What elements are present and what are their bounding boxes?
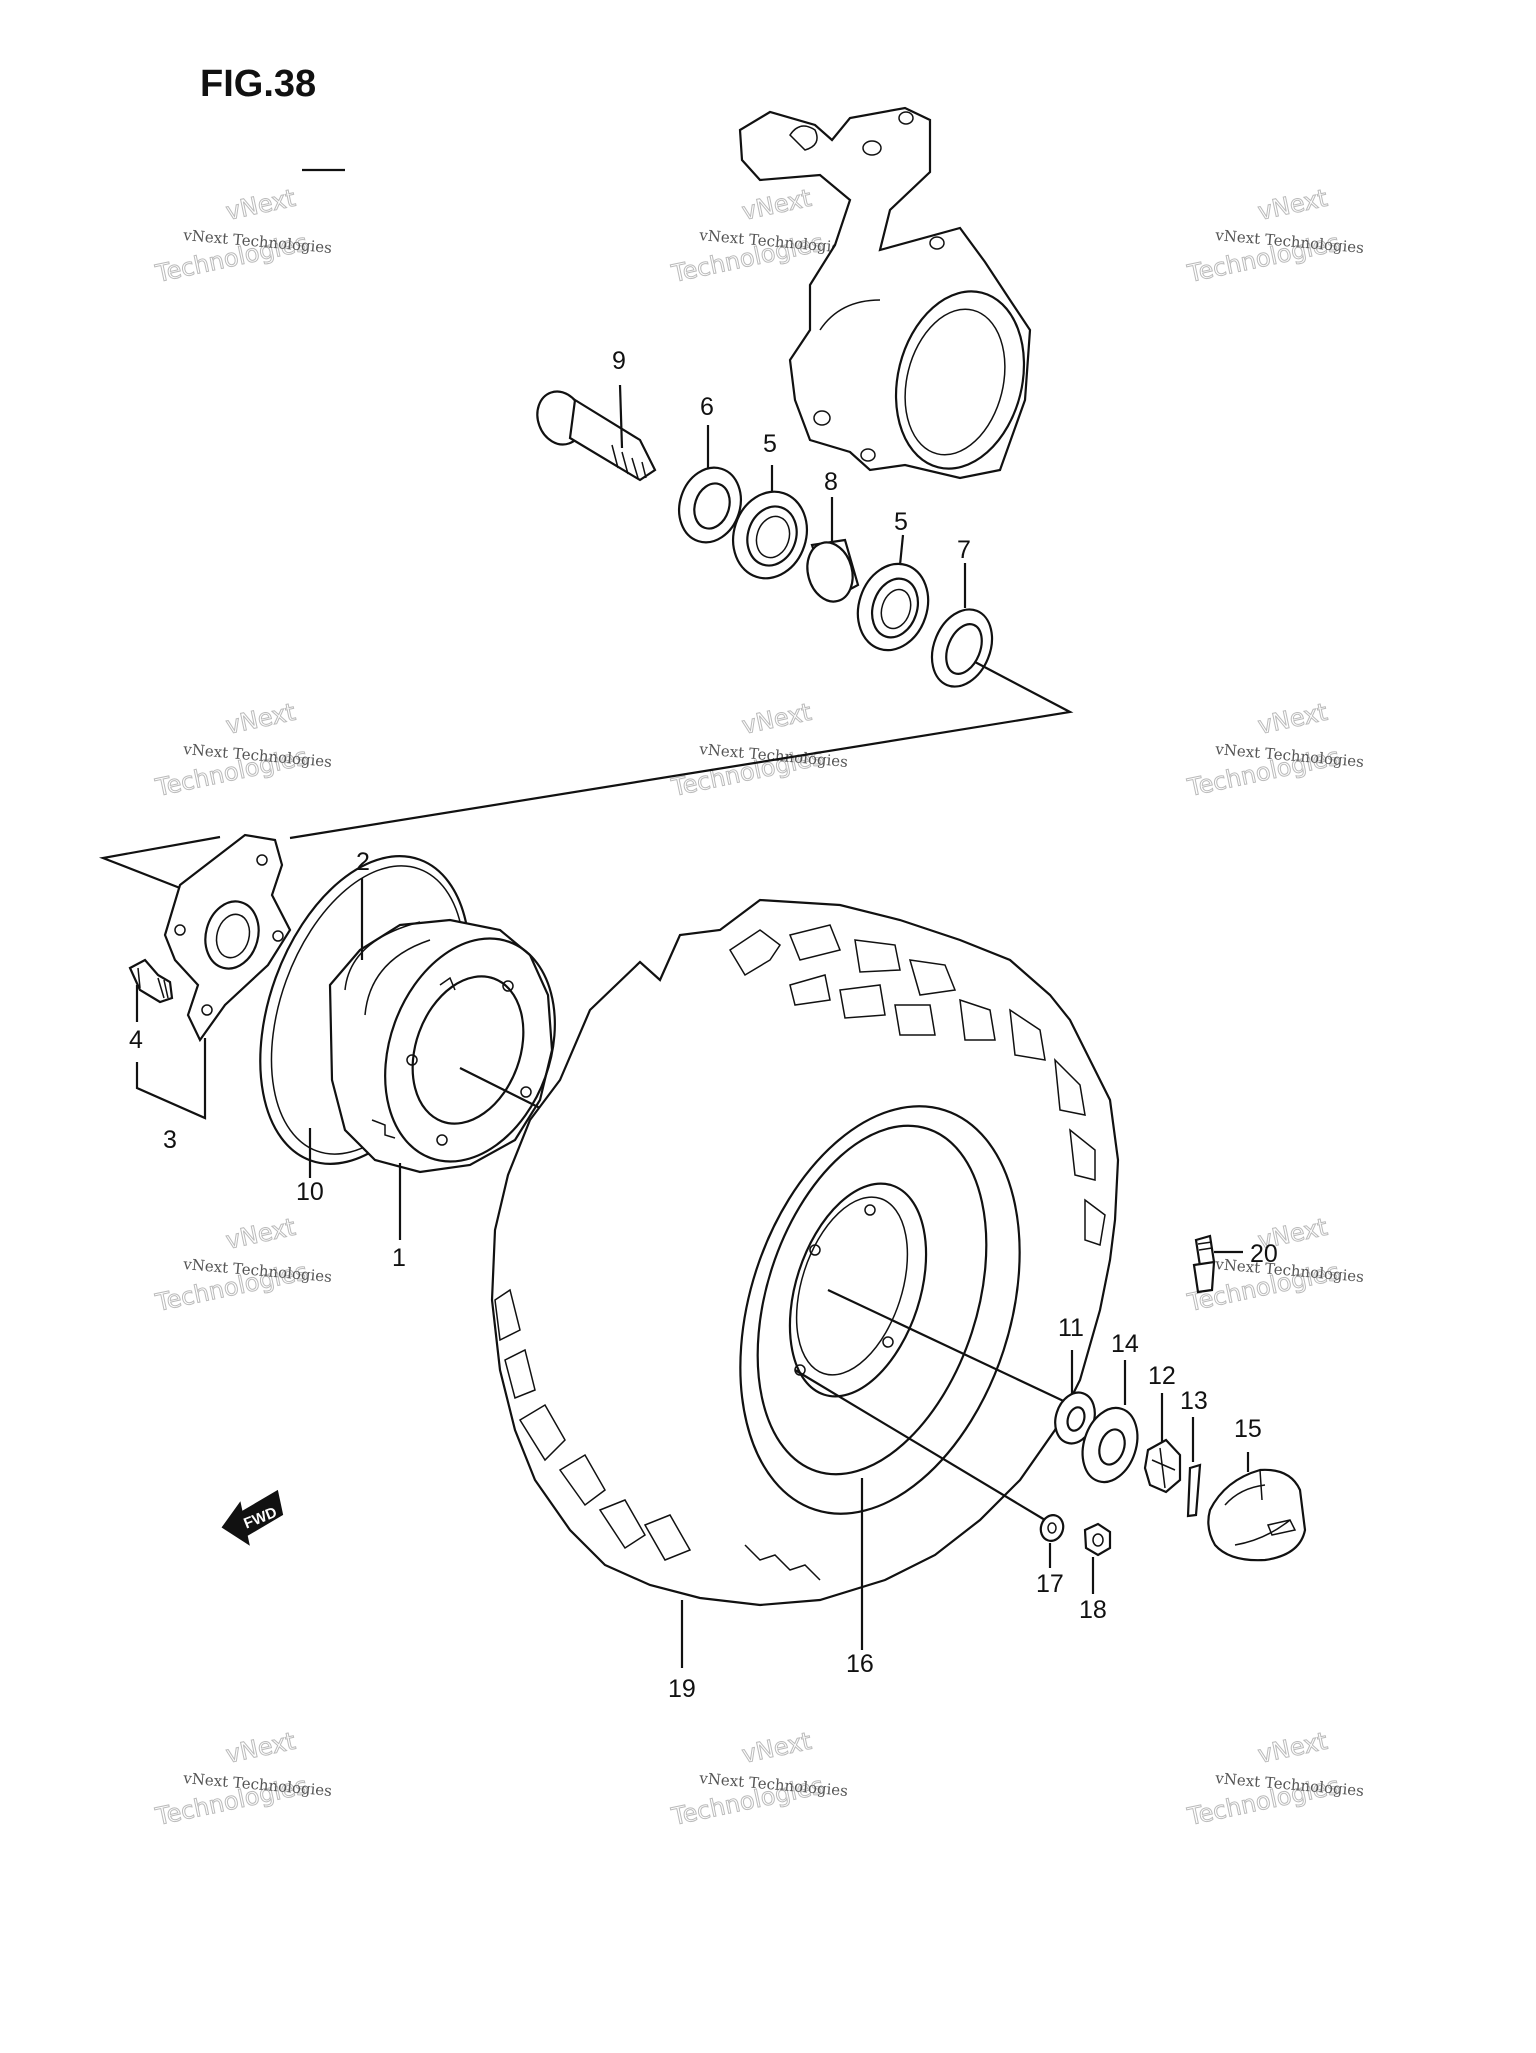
cotter-pin bbox=[1186, 1463, 1202, 1518]
nut-18 bbox=[1083, 1522, 1112, 1557]
hub-flange bbox=[163, 833, 292, 1043]
callout-4: 4 bbox=[129, 1026, 143, 1054]
callout-17: 17 bbox=[1036, 1570, 1064, 1598]
watermark-vnext: vNext bbox=[739, 698, 813, 740]
assembly-line-rim-lower bbox=[794, 1369, 1046, 1521]
callout-5-lower: 5 bbox=[894, 508, 908, 536]
callout-9: 9 bbox=[612, 347, 626, 375]
spacer-8 bbox=[806, 538, 860, 603]
callout-10: 10 bbox=[296, 1178, 324, 1206]
callout-13: 13 bbox=[1180, 1387, 1208, 1415]
callout-5-upper: 5 bbox=[763, 430, 777, 458]
callout-19: 19 bbox=[668, 1675, 696, 1703]
callout-11: 11 bbox=[1058, 1314, 1084, 1342]
callout-14: 14 bbox=[1111, 1330, 1139, 1358]
watermark-vnext: vNext bbox=[223, 698, 297, 740]
wheel-stud bbox=[128, 958, 174, 1004]
wheel-rim bbox=[739, 1105, 1021, 1515]
tire-valve bbox=[1192, 1234, 1216, 1294]
castle-nut bbox=[1143, 1438, 1182, 1494]
watermark-vnext: vNext bbox=[1255, 184, 1329, 226]
bearing-5-upper bbox=[732, 490, 808, 580]
callouts: 9 6 5 8 5 7 2 4 3 10 1 16 19 11 14 12 13… bbox=[129, 347, 1278, 1703]
forward-arrow-icon: FWD bbox=[221, 1489, 284, 1546]
watermark-vnext: vNext bbox=[739, 1727, 813, 1769]
callout-16: 16 bbox=[846, 1650, 874, 1678]
assembly-line-drum bbox=[459, 1067, 541, 1109]
watermark-vnext: vNext bbox=[223, 1213, 297, 1255]
watermark-vnext: vNext bbox=[223, 184, 297, 226]
steering-knuckle bbox=[738, 106, 1032, 480]
assembly-line-left bbox=[98, 835, 221, 890]
assembly-line-rim-upper bbox=[827, 1289, 1073, 1406]
callout-15: 15 bbox=[1234, 1415, 1262, 1443]
watermark-vnext: vNext bbox=[739, 184, 813, 226]
washer-17 bbox=[1039, 1514, 1065, 1542]
oil-seal-6 bbox=[678, 466, 742, 544]
bearing-5-lower bbox=[856, 562, 930, 652]
hub-cap bbox=[1207, 1468, 1307, 1562]
callout-12: 12 bbox=[1148, 1362, 1176, 1390]
callout-3: 3 bbox=[163, 1126, 177, 1154]
assembly-line-upper bbox=[289, 661, 1074, 840]
callout-18: 18 bbox=[1079, 1596, 1107, 1624]
washer-14 bbox=[1081, 1406, 1139, 1484]
callout-7: 7 bbox=[957, 536, 971, 564]
watermark-vnext: vNext bbox=[1255, 1727, 1329, 1769]
callout-20: 20 bbox=[1250, 1240, 1278, 1268]
brake-drum bbox=[328, 918, 556, 1174]
callout-2: 2 bbox=[356, 848, 370, 876]
watermark-vnext: vNext bbox=[1255, 698, 1329, 740]
callout-6: 6 bbox=[700, 393, 714, 421]
figure-title: FIG.38 bbox=[200, 63, 316, 105]
callout-8: 8 bbox=[824, 468, 838, 496]
axle-bolt bbox=[536, 390, 657, 482]
oil-seal-7 bbox=[930, 608, 994, 688]
watermark-vnext: vNext bbox=[223, 1727, 297, 1769]
callout-1: 1 bbox=[392, 1244, 406, 1272]
